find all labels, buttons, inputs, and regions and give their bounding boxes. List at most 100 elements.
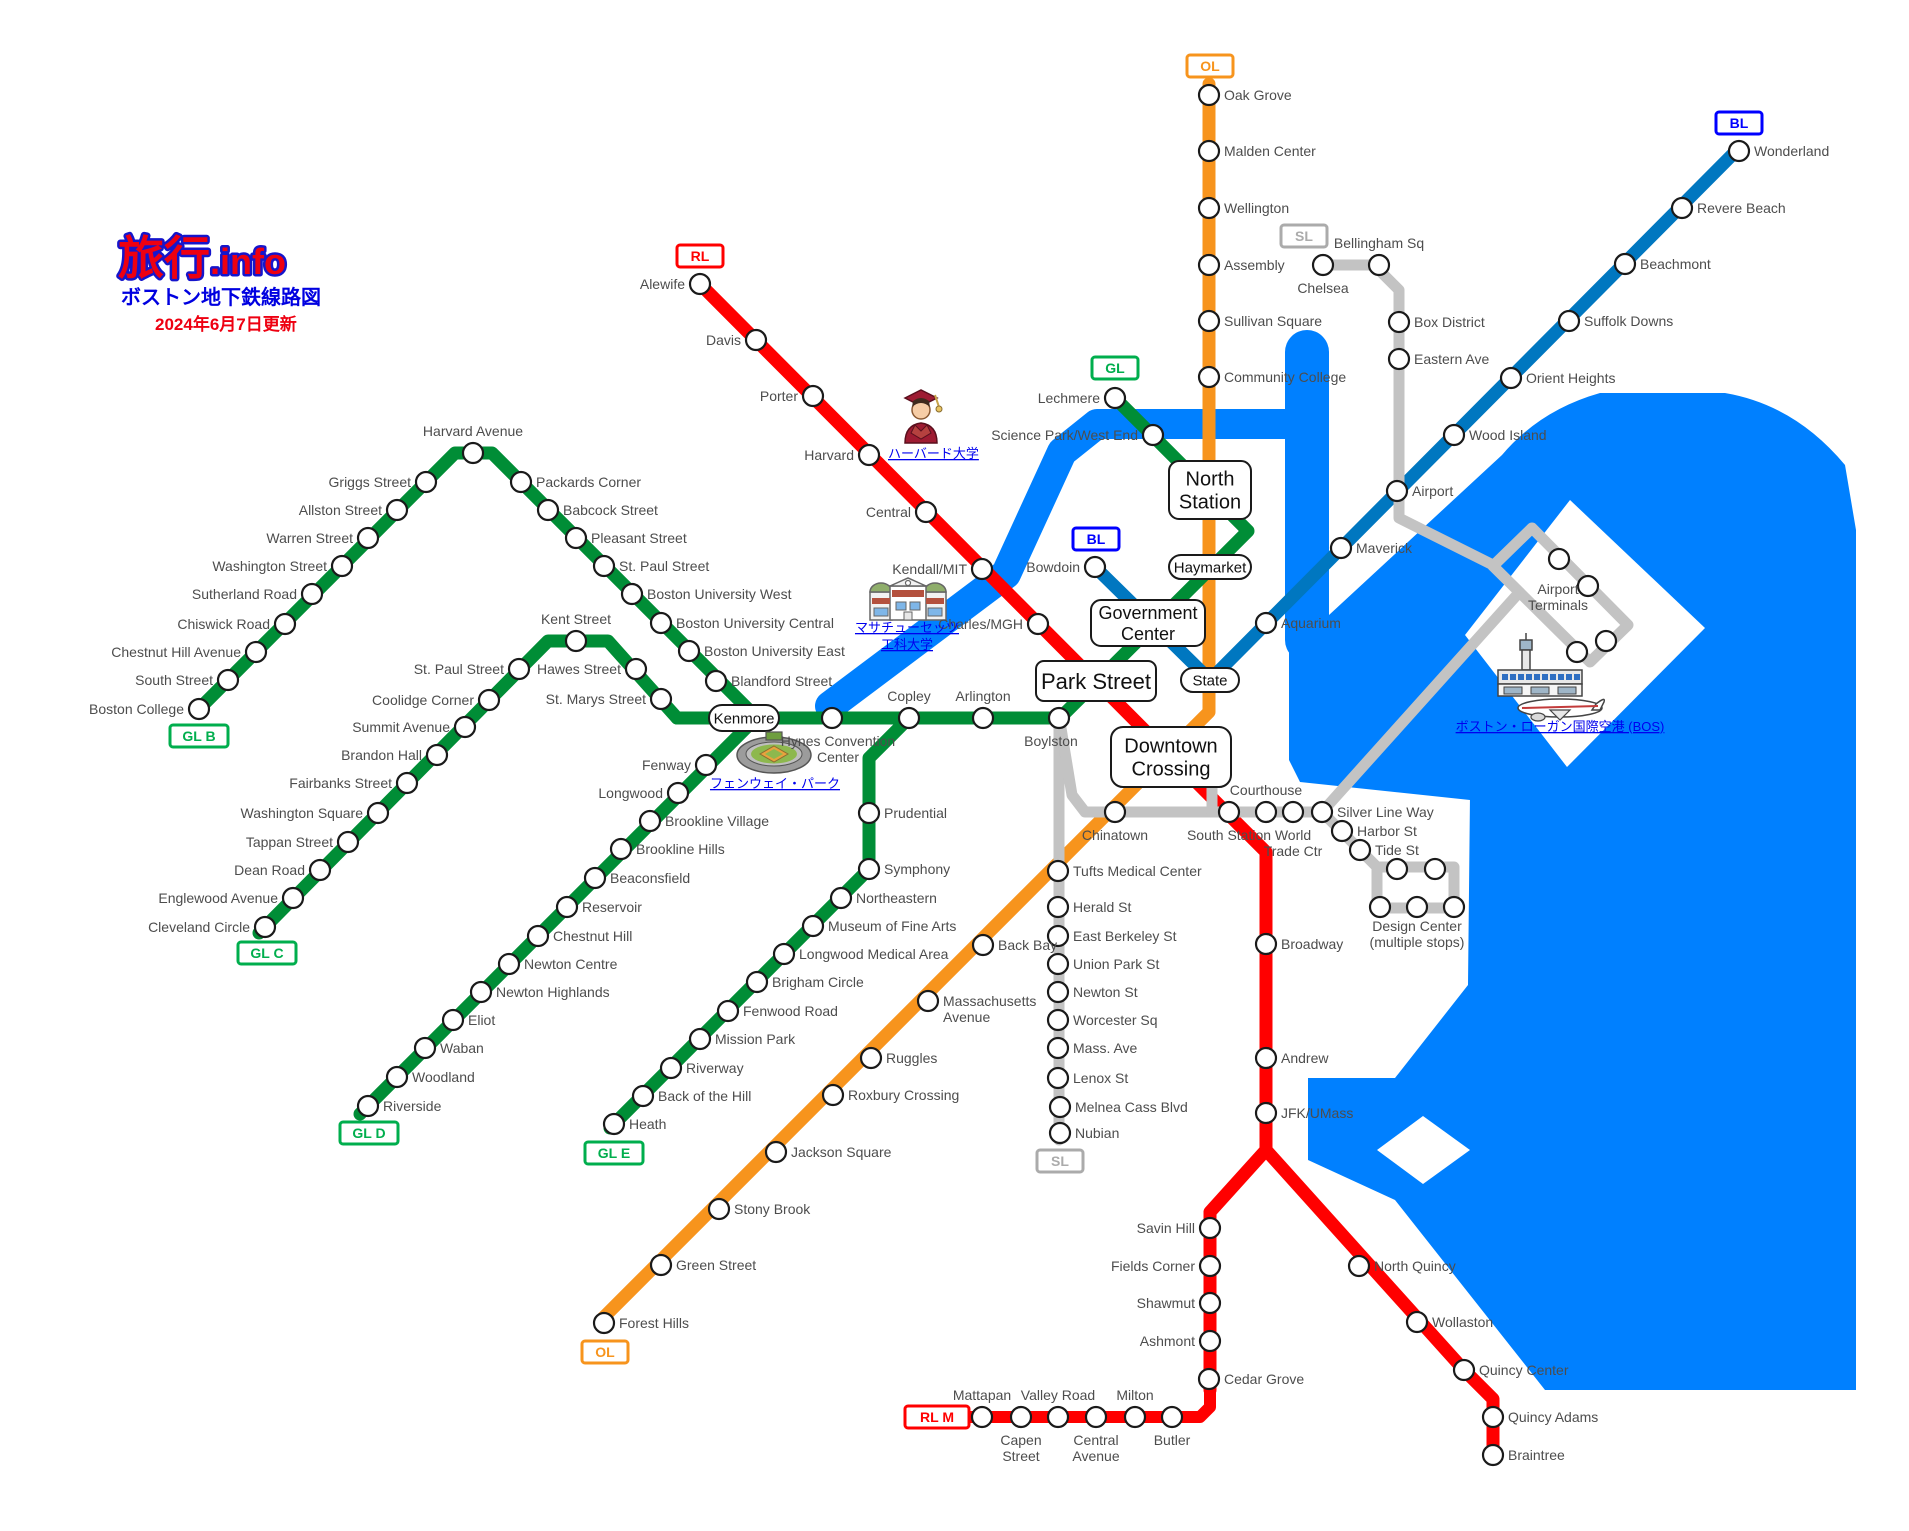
station-label-copley: Copley [887, 688, 931, 704]
station-stop-8 [1565, 640, 1589, 664]
station-ashmont [1198, 1329, 1222, 1353]
land-airport-island [1465, 500, 1705, 767]
station-back-of-the-hill [631, 1084, 655, 1108]
station-cleveland-circle [253, 915, 277, 939]
line-silver-airport-loop [1487, 522, 1634, 668]
station-box-north-station-frame [1168, 460, 1252, 520]
water-layer [815, 330, 1856, 1390]
station-kendall-mit [970, 557, 994, 581]
line-orange [593, 77, 1216, 1328]
station-st-paul-street-1 [507, 657, 531, 681]
badge-sl-chelsea-frame [1279, 223, 1329, 249]
station-stop-4 [1442, 895, 1466, 919]
station-wood-island [1442, 423, 1466, 447]
station-fenway [694, 753, 718, 777]
station-label-butler: Butler [1154, 1432, 1191, 1448]
station-label-science-park-west-end: Science Park/West End [991, 427, 1138, 443]
station-back-bay [971, 933, 995, 957]
station-label-courthouse: Courthouse [1230, 782, 1303, 798]
station-mission-park [688, 1027, 712, 1051]
station-label-waban: Waban [440, 1040, 484, 1056]
landmark-link-fenway-park[interactable]: フェンウェイ・パーク [710, 776, 840, 791]
station-alewife [688, 272, 712, 296]
station-label-fenwood-road: Fenwood Road [743, 1003, 838, 1019]
station-worcester-sq [1046, 1008, 1070, 1032]
station-milton [1123, 1405, 1147, 1429]
station-label-union-park-st: Union Park St [1073, 956, 1159, 972]
station-charles-mgh [1026, 612, 1050, 636]
station-label-quincy-adams: Quincy Adams [1508, 1409, 1598, 1425]
station-label-ashmont: Ashmont [1140, 1333, 1195, 1349]
station-wonderland [1727, 139, 1751, 163]
landmark-link-logan-airport[interactable]: ボストン・ローガン国際空港 (BOS) [1456, 719, 1665, 734]
badge-rl-label: RL [691, 248, 710, 264]
station-babcock-street [536, 498, 560, 522]
station-museum-of-fine-arts [801, 914, 825, 938]
station-label-box-district: Box District [1414, 314, 1485, 330]
logo-updated: 2024年6月7日更新 [155, 314, 297, 334]
badge-rl-m-frame [903, 1404, 971, 1430]
station-label-newton-highlands: Newton Highlands [496, 984, 610, 1000]
station-fenwood-road [716, 999, 740, 1023]
station-label-wellington: Wellington [1224, 200, 1289, 216]
station-roxbury-crossing [821, 1083, 845, 1107]
station-forest-hills [592, 1311, 616, 1335]
station-label-st-paul-street-1: St. Paul Street [414, 661, 504, 677]
station-label-riverway: Riverway [686, 1060, 744, 1076]
badge-gl-b: GL B [168, 723, 230, 749]
station-label-newton-st: Newton St [1073, 984, 1138, 1000]
station-label-central: Central [866, 504, 911, 520]
station-prudential [857, 801, 881, 825]
station-label-prudential: Prudential [884, 805, 947, 821]
landmark-link-harvard-university[interactable]: ハーバード大学 [888, 446, 979, 461]
station-harvard-avenue [461, 441, 485, 465]
station-stop-1 [1423, 857, 1447, 881]
station-east-berkeley-st [1046, 924, 1070, 948]
station-label-eastern-ave: Eastern Ave [1414, 351, 1489, 367]
airport-icon [1497, 633, 1606, 722]
station-label-brookline-hills: Brookline Hills [636, 841, 725, 857]
station-box-park-street: Park Street [1035, 660, 1157, 702]
station-boston-college [187, 697, 211, 721]
station-ruggles [859, 1046, 883, 1070]
station-label-museum-of-fine-arts: Museum of Fine Arts [828, 918, 956, 934]
station-lechmere [1103, 386, 1127, 410]
station-label-porter: Porter [760, 388, 798, 404]
station-orient-heights [1499, 366, 1523, 390]
station-box-haymarket: Haymarket [1168, 554, 1252, 580]
badge-sl-nubian-label: SL [1051, 1153, 1069, 1169]
station-bellingham-sq [1367, 253, 1391, 277]
station-label-st-marys-street: St. Marys Street [546, 691, 646, 707]
station-stony-brook [707, 1197, 731, 1221]
station-box-government-center-frame [1090, 599, 1206, 647]
land-jfk-notch [1377, 1116, 1470, 1184]
badge-sl-chelsea-label: SL [1295, 228, 1313, 244]
station-label-valley-road: Valley Road [1021, 1387, 1095, 1403]
station-label-bellingham-sq: Bellingham Sq [1334, 235, 1424, 251]
badge-gl-d-label: GL D [352, 1125, 385, 1141]
badge-ol-south: OL [580, 1339, 630, 1365]
badge-gl-b-frame [168, 723, 230, 749]
station-jfk-umass [1254, 1101, 1278, 1125]
station-boston-university-west [620, 582, 644, 606]
badge-ol-north-frame [1185, 53, 1235, 79]
station-jackson-square [764, 1140, 788, 1164]
station-melnea-cass-blvd [1048, 1095, 1072, 1119]
station-label-packards-corner: Packards Corner [536, 474, 641, 490]
station-malden-center [1197, 139, 1221, 163]
station-summit-avenue [453, 715, 477, 739]
landmark-link-mit[interactable]: マサチューセッツ工科大学 [855, 620, 959, 652]
station-chiswick-road [273, 612, 297, 636]
station-davis [744, 328, 768, 352]
station-andrew [1254, 1046, 1278, 1070]
station-label-kent-street: Kent Street [541, 611, 611, 627]
station-maverick [1329, 536, 1353, 560]
station-box-downtown-crossing-label: Downtown [1124, 736, 1217, 758]
station-label-babcock-street: Babcock Street [563, 502, 658, 518]
station-label-braintree: Braintree [1508, 1447, 1565, 1463]
station-box-kenmore: Kenmore [708, 704, 780, 732]
